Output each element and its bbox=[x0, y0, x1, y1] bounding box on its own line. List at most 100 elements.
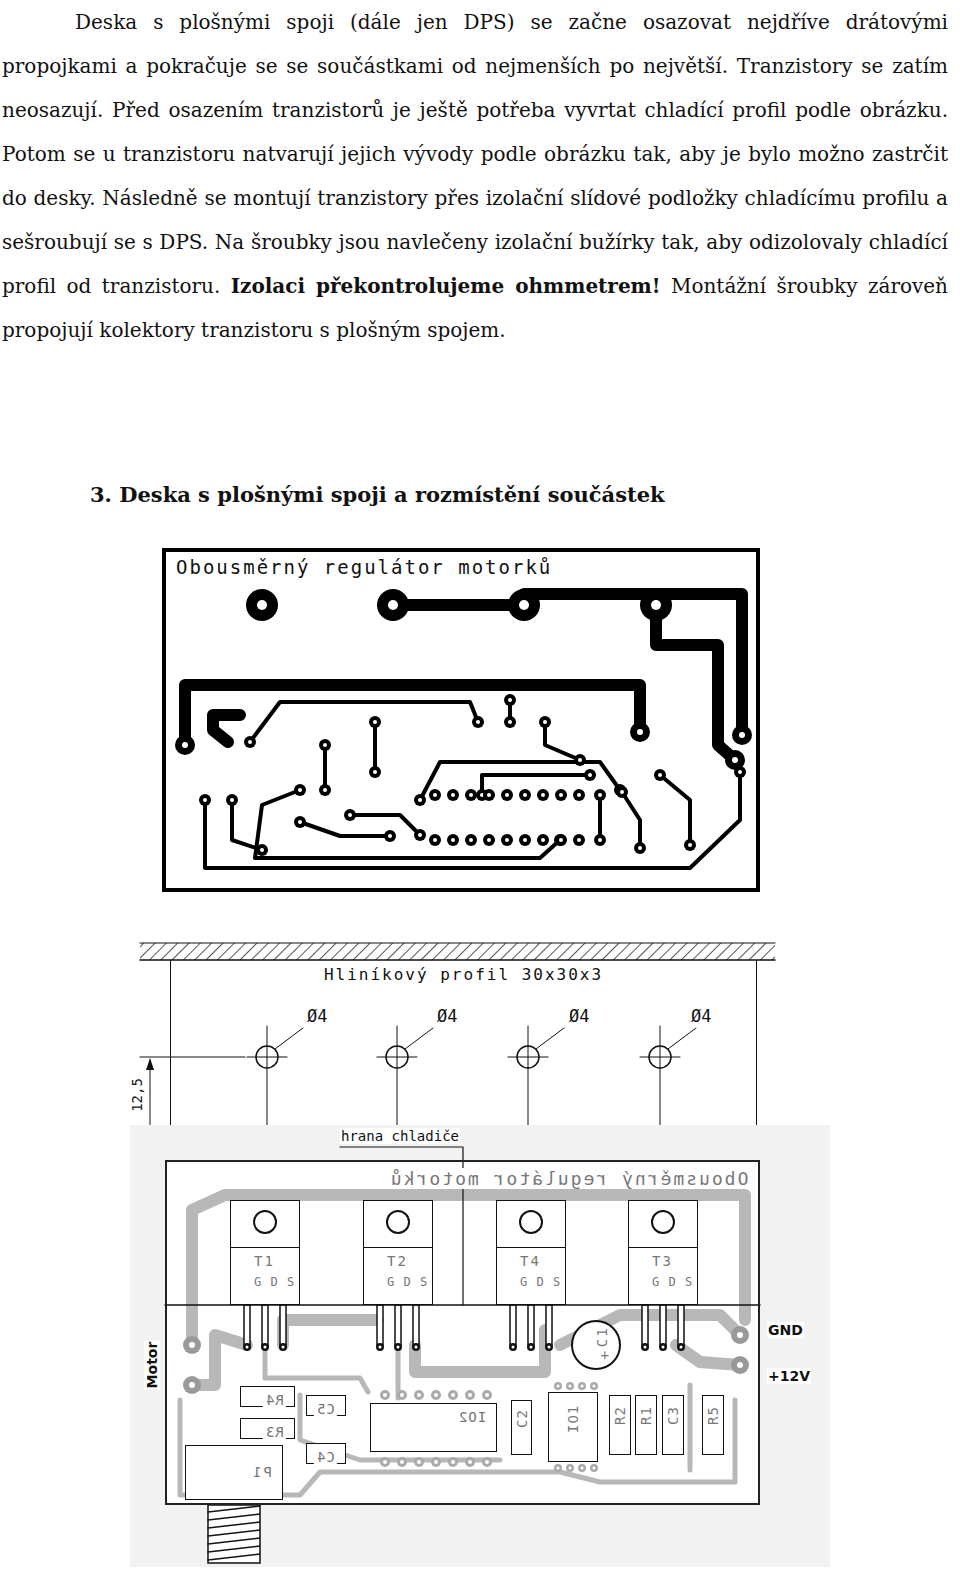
heatsink-profile: Hliníkový profil 30x30x3 bbox=[170, 960, 757, 1125]
copper-trace bbox=[676, 1345, 740, 1365]
shaft-knurl bbox=[208, 1546, 260, 1552]
solder-pad bbox=[483, 789, 495, 801]
leader-line bbox=[668, 1028, 696, 1049]
pin-names: G D S bbox=[252, 1275, 278, 1289]
drill-hole bbox=[434, 1393, 438, 1397]
drill-hole bbox=[189, 1342, 195, 1348]
pcb-ground bbox=[162, 548, 760, 892]
center-line bbox=[397, 1026, 398, 1125]
drill-hole bbox=[203, 798, 207, 802]
pin-names: G D S bbox=[385, 1275, 411, 1289]
part-name: C3 bbox=[666, 1423, 681, 1427]
solder-pad bbox=[429, 834, 441, 846]
drill-hole bbox=[348, 813, 352, 817]
drill-hole bbox=[373, 720, 377, 724]
copper-trace bbox=[255, 790, 560, 858]
drill-hole bbox=[246, 1346, 249, 1349]
drill-hole bbox=[559, 793, 563, 797]
solder-pad bbox=[394, 1343, 402, 1351]
pin-names: G D S bbox=[650, 1275, 676, 1289]
hatched-edge bbox=[140, 943, 775, 960]
mounting-hole bbox=[651, 1210, 675, 1234]
solder-pad bbox=[654, 769, 666, 781]
placement-drawing bbox=[130, 1125, 830, 1567]
solder-pad bbox=[414, 794, 426, 806]
hole-diameter: Ø4 bbox=[690, 1006, 712, 1026]
solder-pad bbox=[734, 766, 746, 778]
transistor-lead bbox=[395, 1305, 401, 1345]
solder-pad bbox=[183, 1336, 201, 1354]
solder-pad bbox=[537, 789, 549, 801]
part-name: C2 bbox=[514, 1426, 529, 1430]
solder-pad bbox=[554, 834, 566, 846]
drill-hole bbox=[732, 757, 738, 763]
edge-note: hrana chladiče bbox=[340, 1128, 460, 1144]
solder-pad bbox=[279, 1343, 287, 1351]
solder-pad bbox=[574, 754, 586, 766]
part-name: C5 bbox=[314, 1402, 337, 1417]
transistor-lead bbox=[280, 1305, 286, 1345]
solder-pad bbox=[545, 1343, 553, 1351]
leader-line bbox=[405, 1028, 433, 1049]
drill-hole bbox=[578, 758, 582, 762]
drill-hole bbox=[485, 1460, 489, 1464]
shaft-knurl bbox=[208, 1530, 260, 1536]
drill-hole bbox=[373, 770, 377, 774]
drill-hole bbox=[323, 788, 327, 792]
part-name: T4 bbox=[518, 1253, 544, 1269]
pcb-board: Obousměrný regulátor motorků bbox=[162, 548, 760, 892]
drill-hole bbox=[548, 1346, 551, 1349]
solder-pad bbox=[246, 589, 278, 621]
solder-pad bbox=[431, 1390, 441, 1400]
mounting-hole bbox=[519, 1210, 543, 1234]
solder-pad bbox=[261, 1343, 269, 1351]
solder-pad bbox=[448, 1457, 458, 1467]
copper-trace bbox=[598, 795, 602, 840]
solder-pad bbox=[414, 1390, 424, 1400]
solder-pad bbox=[634, 842, 646, 854]
solder-pad bbox=[294, 816, 306, 828]
shaft-knurl bbox=[208, 1538, 260, 1544]
drill-hole bbox=[737, 1332, 743, 1338]
drill-hole bbox=[451, 793, 455, 797]
drill-hole bbox=[487, 838, 491, 842]
hole-diameter: Ø4 bbox=[436, 1006, 458, 1026]
pin-names: G D S bbox=[518, 1275, 544, 1289]
part-name: IO1 bbox=[566, 1419, 581, 1435]
drill-hole bbox=[508, 698, 512, 702]
solder-pad bbox=[684, 839, 696, 851]
placement-board: T1G D ST2G D ST4G D ST3G D SR4R3C5C4IO2C… bbox=[165, 1160, 760, 1505]
arrow-head bbox=[146, 1058, 154, 1070]
drill-hole bbox=[487, 793, 491, 797]
solder-pad bbox=[566, 1464, 574, 1472]
solder-pad bbox=[539, 716, 551, 728]
drill-hole bbox=[662, 1346, 665, 1349]
solder-pad bbox=[447, 834, 459, 846]
drill-hole bbox=[541, 793, 545, 797]
component-outline: IO1 bbox=[548, 1392, 598, 1462]
copper-trace bbox=[420, 762, 620, 800]
drill-hole bbox=[451, 1460, 455, 1464]
copper-trace bbox=[482, 775, 590, 795]
transistor-outline: T1G D S bbox=[230, 1200, 300, 1305]
drill-hole bbox=[434, 1460, 438, 1464]
drill-hole bbox=[644, 1346, 647, 1349]
drill-hole bbox=[543, 720, 547, 724]
drill-hole bbox=[651, 600, 661, 610]
part-name: R1 bbox=[639, 1423, 654, 1427]
solder-pad bbox=[483, 834, 495, 846]
transistor-lead bbox=[377, 1305, 383, 1345]
component-outline: C3 bbox=[662, 1395, 684, 1455]
transistor-lead bbox=[642, 1305, 648, 1345]
part-name: R3 bbox=[263, 1425, 286, 1440]
copper-trace bbox=[300, 822, 390, 836]
drawing-frame bbox=[130, 1125, 830, 1567]
drill-hole bbox=[476, 720, 480, 724]
board-title: Obousměrný regulátor motorků bbox=[387, 1168, 750, 1189]
drill-hole bbox=[523, 793, 527, 797]
drill-hole bbox=[469, 793, 473, 797]
component-outline: R1 bbox=[635, 1395, 657, 1455]
solder-pad bbox=[397, 1457, 407, 1467]
drill-hole bbox=[189, 1382, 195, 1388]
solder-pad bbox=[431, 1457, 441, 1467]
